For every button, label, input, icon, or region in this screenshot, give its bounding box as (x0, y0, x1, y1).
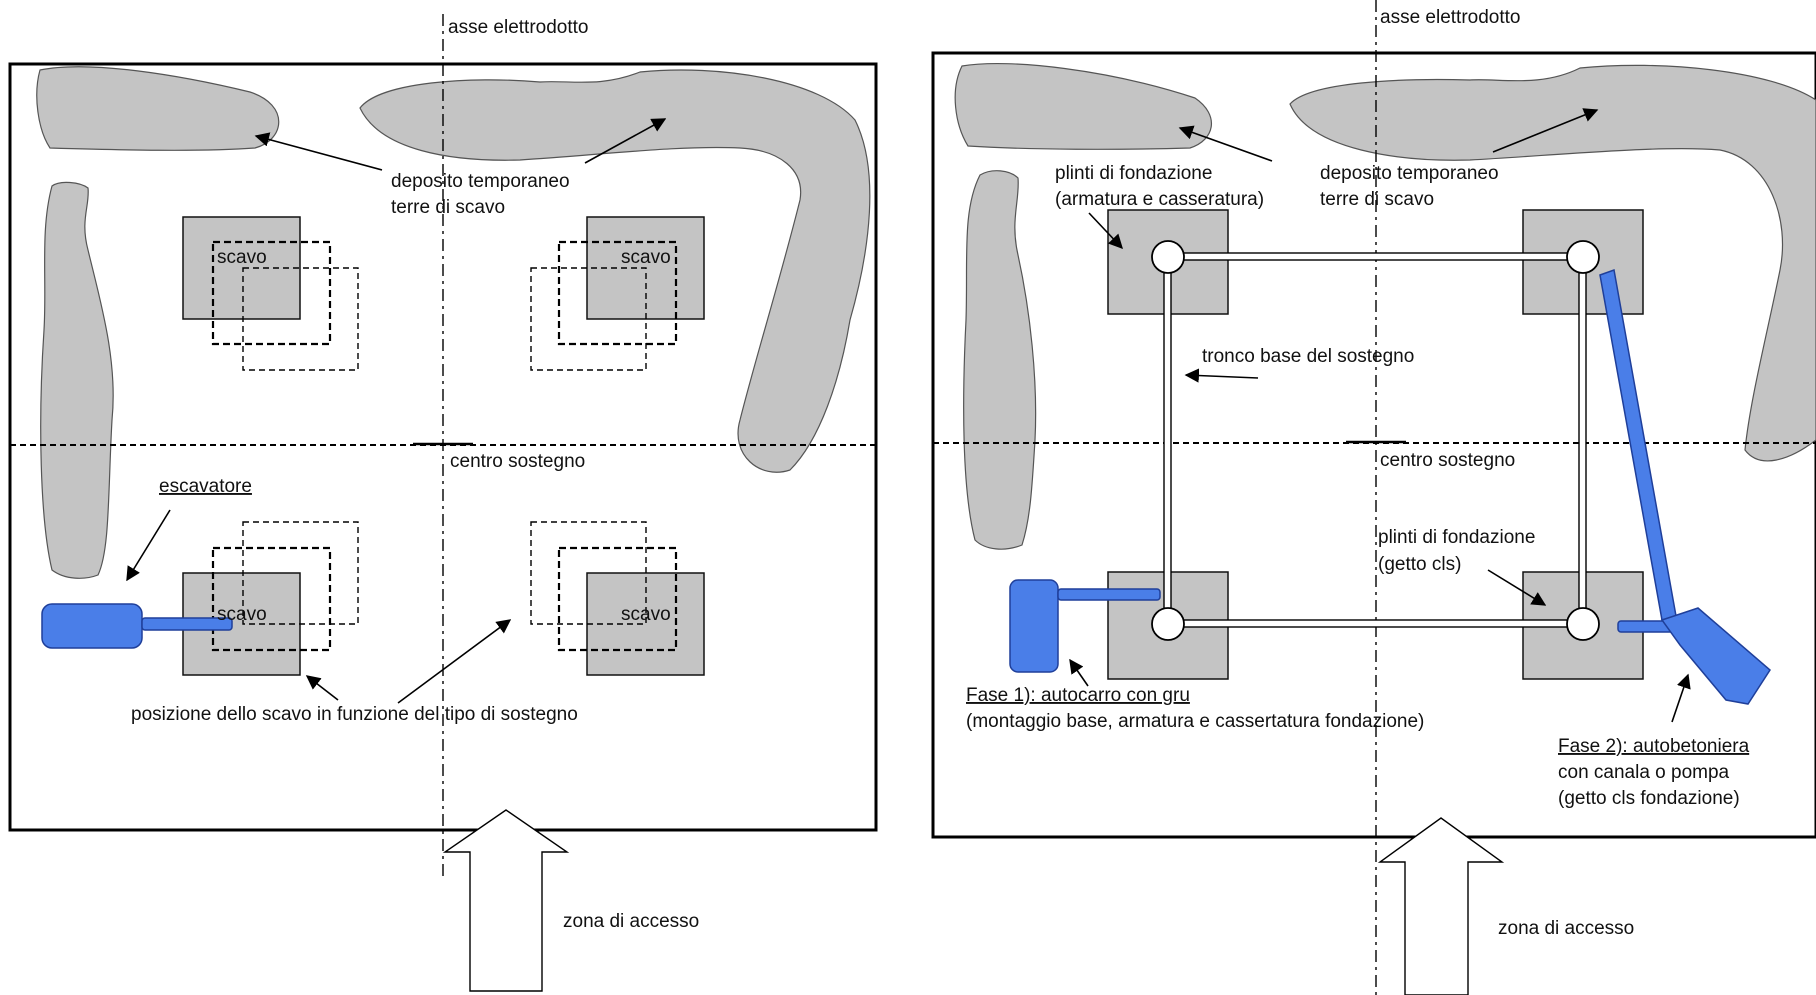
concrete-mixer-chute (1599, 268, 1677, 621)
left-deposit-top-left (36, 66, 280, 151)
base-rail-right (1578, 255, 1587, 625)
base-rail-top (1167, 252, 1584, 261)
crane-truck-body (1009, 579, 1059, 673)
base-rail-left (1163, 255, 1172, 625)
left-alt-position-br-1 (557, 546, 678, 652)
right-deposit-label-1: deposito temporaneo (1320, 163, 1499, 184)
right-plinths-label-2: (armatura e casseratura) (1055, 189, 1264, 210)
right-deposit-left (963, 170, 1037, 550)
left-alt-position-tl-1 (211, 240, 332, 346)
left-alt-position-br-2 (530, 521, 647, 625)
left-panel: asse elettrodotto deposito temporaneo te… (8, 14, 878, 992)
right-plinths-label-1: plinti di fondazione (1055, 163, 1212, 184)
left-deposit-leader-2 (584, 118, 667, 164)
right-cast-leader (1487, 569, 1547, 606)
right-phase2-label-2: con canala o pompa (1558, 762, 1730, 783)
left-excavation-label-tl: scavo (217, 247, 267, 268)
right-deposit-top-right (1289, 64, 1816, 462)
left-deposit-left (40, 181, 114, 579)
left-deposit-label-1: deposito temporaneo (391, 171, 570, 192)
right-base-label: tronco base del sostegno (1202, 346, 1414, 367)
right-phase1-label-1: Fase 1): autocarro con gru (966, 685, 1190, 706)
right-base-leader (1184, 368, 1259, 383)
plinth-node-br (1566, 607, 1600, 641)
right-deposit-label-2: terre di scavo (1320, 189, 1434, 210)
concrete-mixer-body (1660, 607, 1771, 705)
left-position-leader-1 (305, 675, 339, 701)
right-phase1-leader (1069, 658, 1089, 687)
plinth-node-tl (1151, 240, 1185, 274)
left-alt-position-tr-2 (530, 267, 647, 371)
left-alt-position-bl-2 (242, 521, 359, 625)
right-access-label: zona di accesso (1498, 918, 1634, 939)
right-deposit-top-left (954, 62, 1212, 150)
left-excavation-pad-tl (182, 216, 301, 320)
crane-truck-boom (1057, 588, 1161, 601)
right-access-arrow (1377, 817, 1505, 995)
base-rail-bottom (1167, 619, 1584, 628)
left-excavation-label-br: scavo (621, 604, 671, 625)
right-phase2-leader (1671, 673, 1691, 723)
left-deposit-label-2: terre di scavo (391, 197, 505, 218)
right-center-label: centro sostegno (1380, 450, 1515, 471)
excavator-body (41, 603, 143, 649)
left-excavation-label-tr: scavo (621, 247, 671, 268)
right-phase1-label-2: (montaggio base, armatura e cassertatura… (966, 711, 1424, 732)
right-deposit-leader-1 (1178, 125, 1273, 162)
left-deposit-leader-1 (254, 132, 383, 171)
left-excavator-label: escavatore (159, 476, 252, 497)
excavator-arm (141, 617, 233, 631)
left-excavation-label-bl: scavo (217, 604, 267, 625)
left-alt-position-bl-1 (211, 546, 332, 652)
left-deposit-top-right (359, 69, 871, 473)
right-plinths-cast-label-2: (getto cls) (1378, 554, 1461, 575)
left-alt-position-tr-1 (557, 240, 678, 346)
right-site-frame (931, 51, 1816, 839)
plinth-node-bl (1151, 607, 1185, 641)
right-axis-label: asse elettrodotto (1380, 7, 1520, 28)
left-alt-position-tl-2 (242, 267, 359, 371)
left-excavator-leader (126, 509, 171, 582)
left-access-label: zona di accesso (563, 911, 699, 932)
right-panel: asse elettrodotto plinti di fondazione (… (931, 0, 1816, 995)
right-phase2-label-1: Fase 2): autobetoniera (1558, 736, 1750, 757)
right-plinths-cast-label-1: plinti di fondazione (1378, 527, 1535, 548)
right-plinths-leader (1088, 212, 1123, 250)
right-deposit-leader-2 (1492, 108, 1599, 153)
right-phase2-label-3: (getto cls fondazione) (1558, 788, 1740, 809)
plinth-node-tr (1566, 240, 1600, 274)
left-position-leader-2 (397, 619, 512, 704)
left-access-arrow (442, 809, 570, 992)
left-position-label: posizione dello scavo in funzione del ti… (131, 704, 578, 725)
left-axis-label: asse elettrodotto (448, 17, 588, 38)
left-center-label: centro sostegno (450, 451, 585, 472)
